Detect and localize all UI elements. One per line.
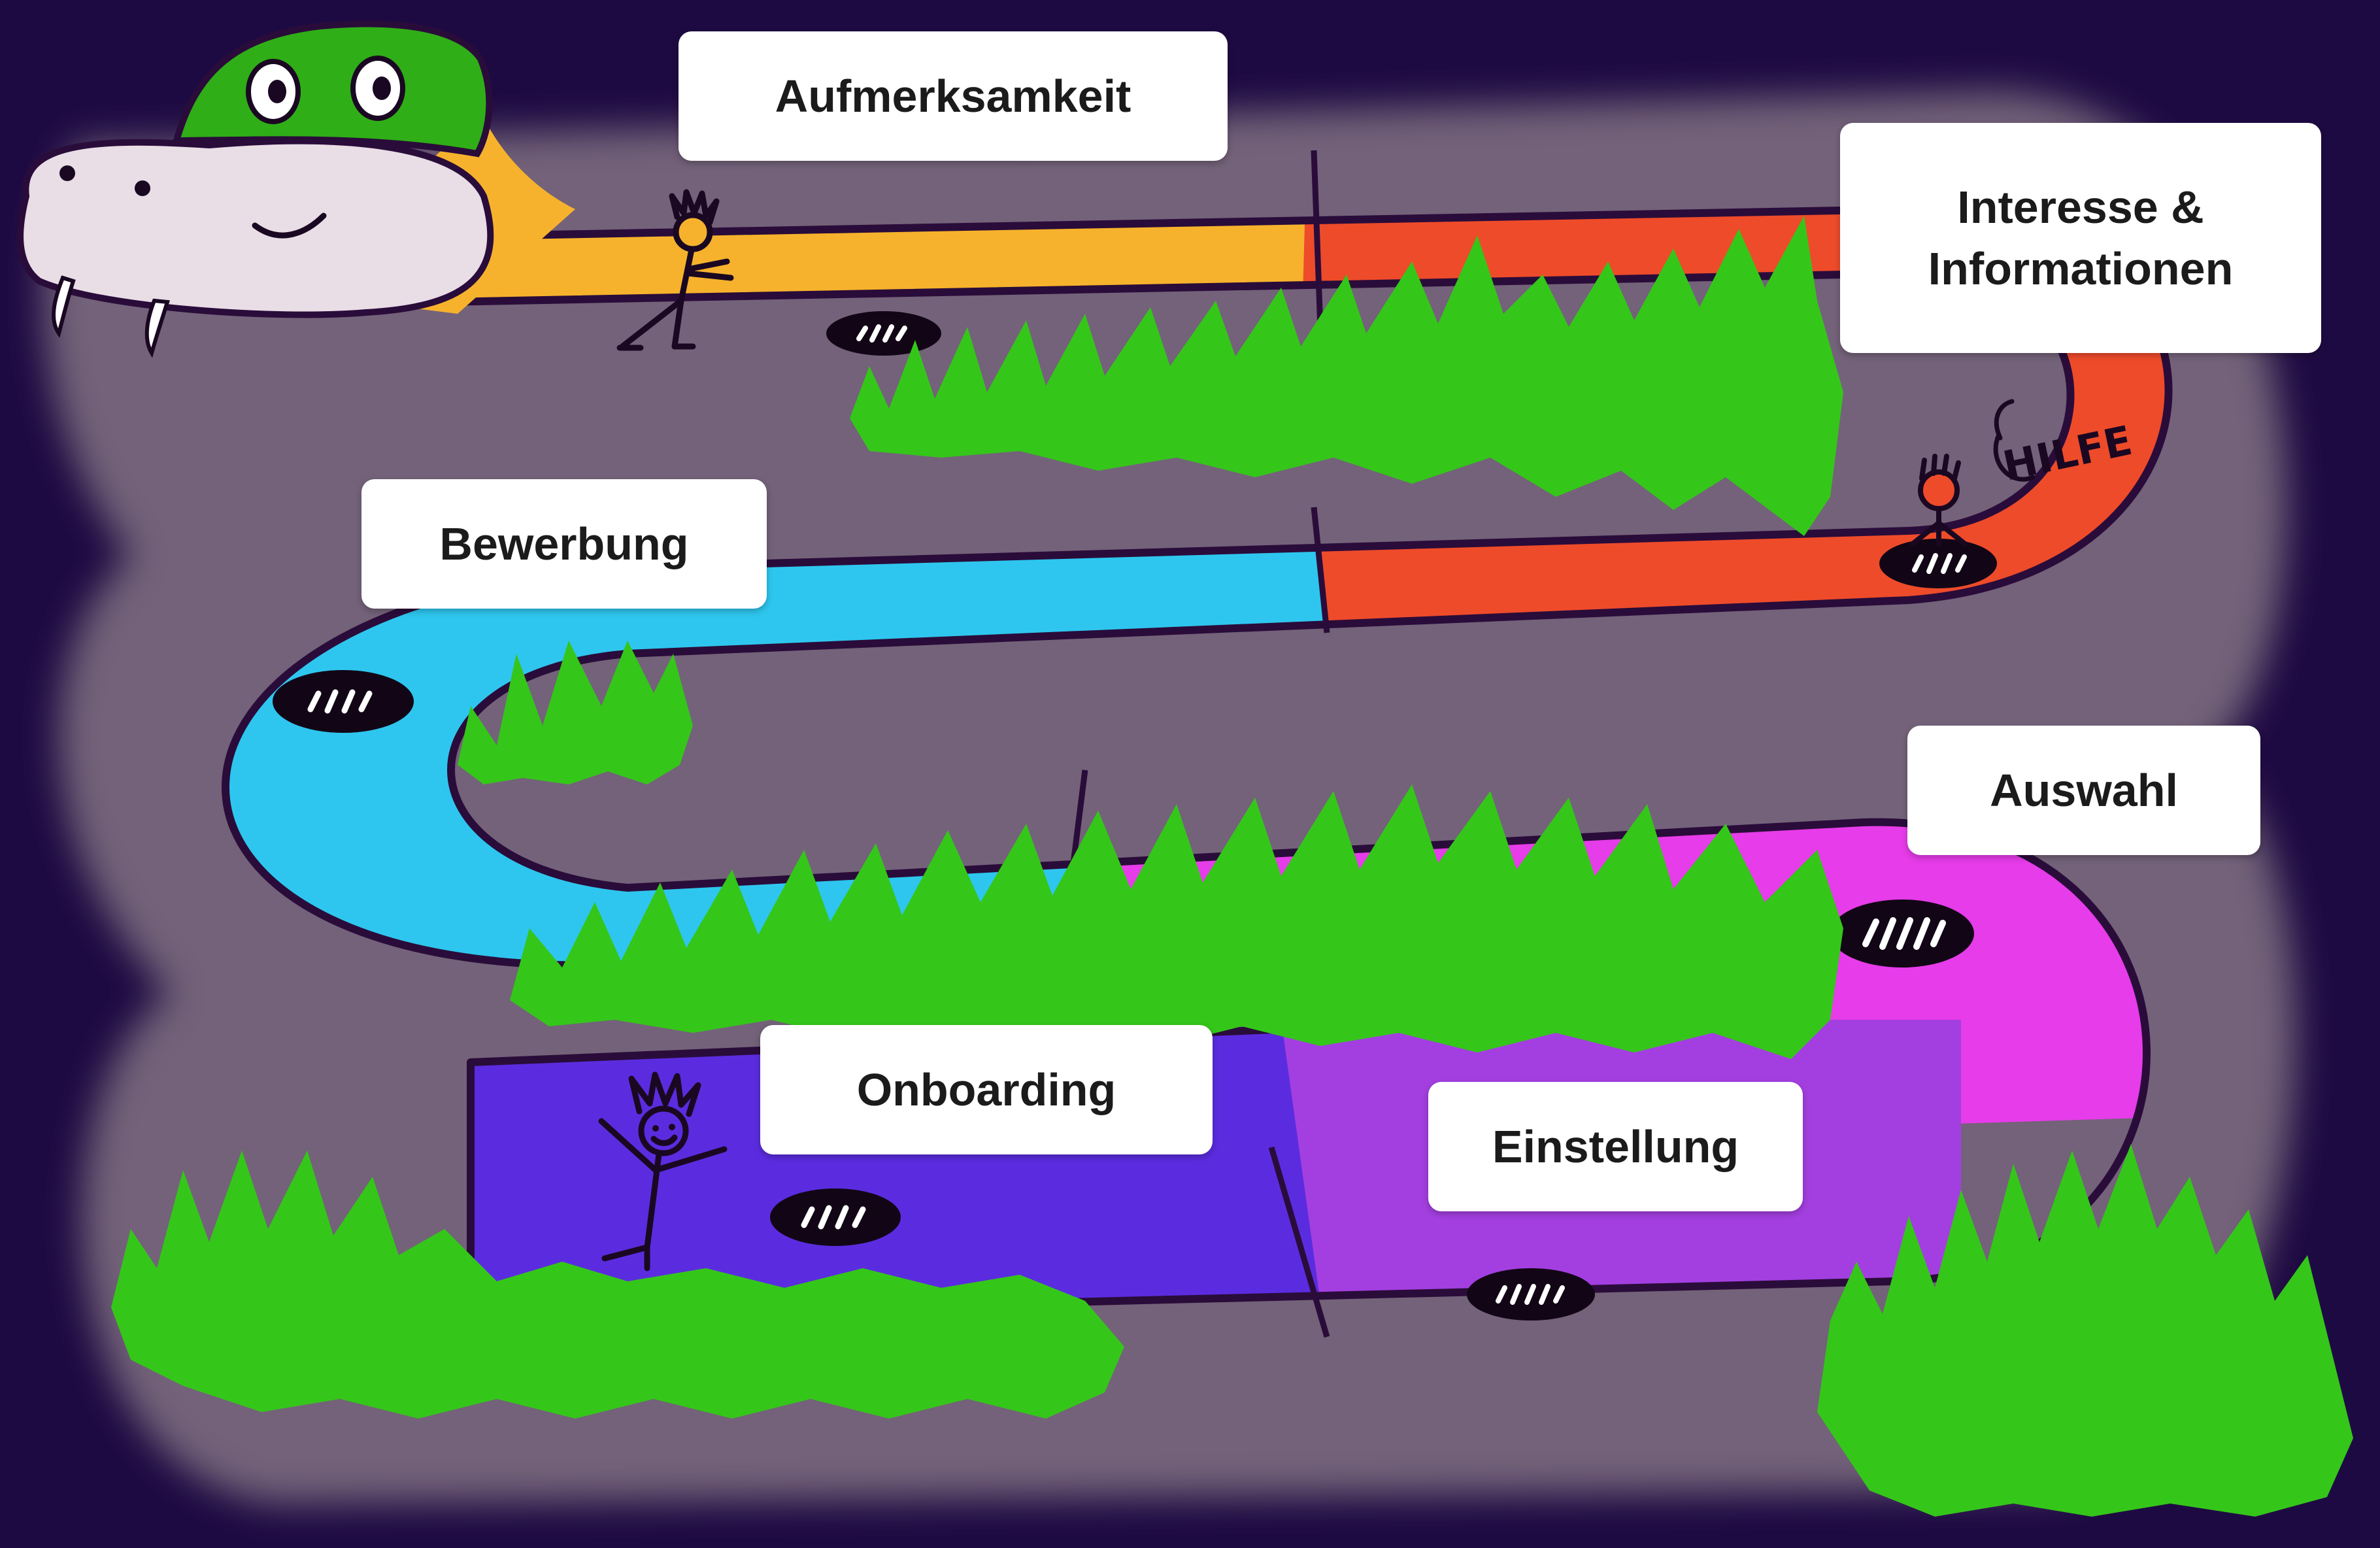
stage-label-selection: Auswahl [1907,726,2260,855]
stage-label-interest-line1: Interesse & [1928,177,2234,239]
hole [770,1188,901,1246]
snake-pupil-left [268,80,286,103]
stage-label-attention-text: Aufmerksamkeit [775,65,1131,127]
snake-nostril-left [59,165,75,181]
stage-label-interest: Interesse & Informationen [1840,123,2321,353]
stage-label-selection-text: Auswahl [1990,760,2178,822]
hole [1830,900,1974,968]
hole [1467,1268,1595,1321]
stage-label-attention: Aufmerksamkeit [679,31,1228,161]
stage-label-application: Bewerbung [361,479,767,609]
hole [826,311,941,356]
stage-label-onboarding: Onboarding [760,1025,1213,1154]
stage-label-interest-line2: Informationen [1928,238,2234,300]
snake-pupil-right [373,76,391,100]
stage-label-application-text: Bewerbung [439,513,688,575]
stage-label-hiring: Einstellung [1428,1082,1803,1211]
stage-label-onboarding-text: Onboarding [857,1059,1116,1121]
snake-nostril-right [135,180,150,196]
stage-label-hiring-text: Einstellung [1492,1116,1739,1178]
hole [273,670,414,733]
